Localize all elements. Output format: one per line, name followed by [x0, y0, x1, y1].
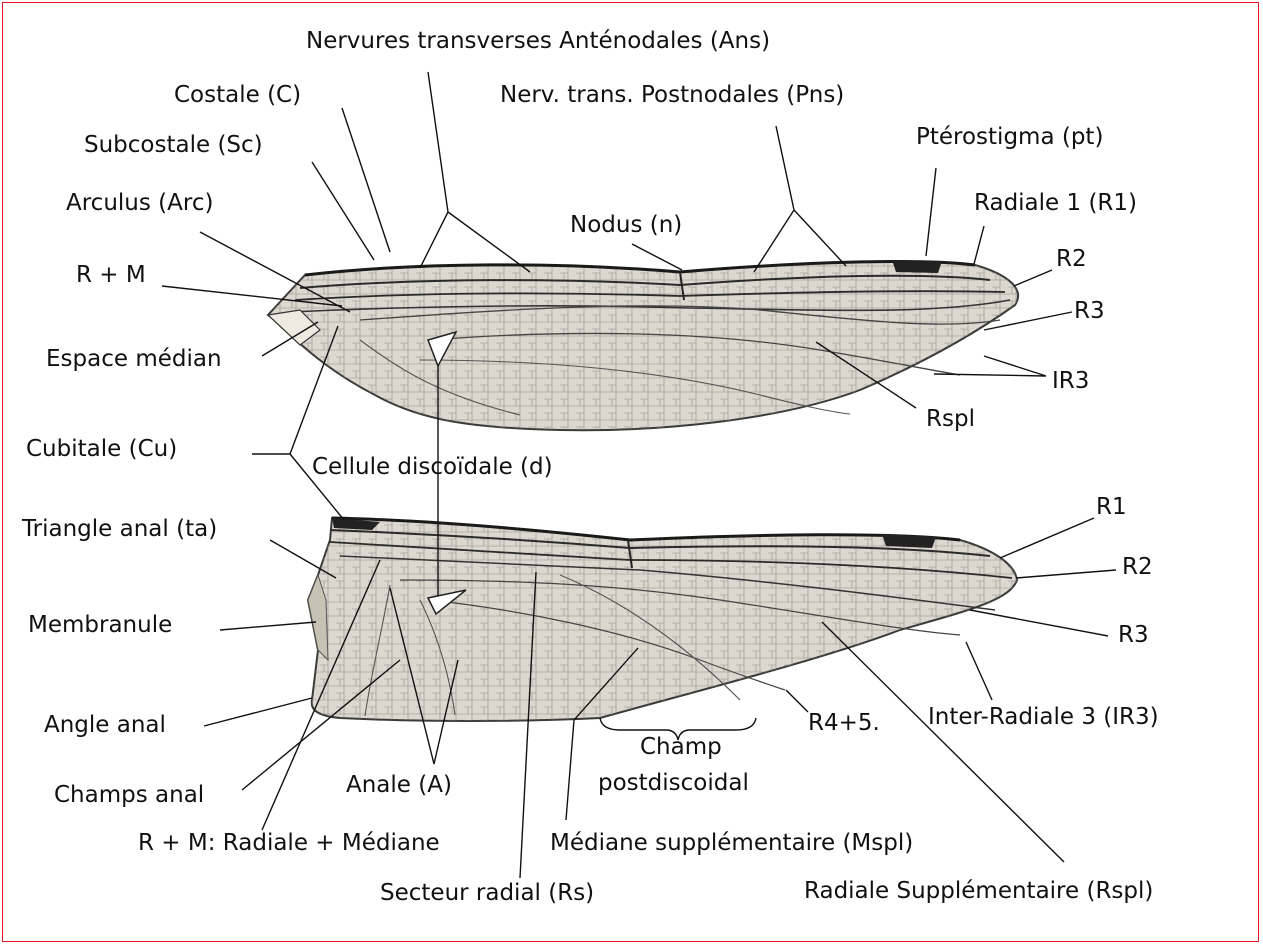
- label-r1-bottom: R1: [1096, 494, 1127, 520]
- label-ir3-top: IR3: [1052, 368, 1089, 394]
- label-rspl: Rspl: [926, 406, 975, 432]
- label-nervures-antenodales: Nervures transverses Anténodales (Ans): [306, 28, 770, 54]
- label-r3-bottom: R3: [1118, 622, 1149, 648]
- label-espace-median: Espace médian: [46, 346, 222, 372]
- leader-lines: [162, 72, 1116, 878]
- label-r45: R4+5.: [808, 710, 880, 736]
- label-nerv-postnodales: Nerv. trans. Postnodales (Pns): [500, 82, 844, 108]
- label-membranule: Membranule: [28, 612, 172, 638]
- label-rm: R + M: [76, 262, 146, 288]
- labels: Nervures transverses Anténodales (Ans) C…: [21, 28, 1159, 906]
- label-r2-bottom: R2: [1122, 554, 1153, 580]
- label-triangle-anal: Triangle anal (ta): [21, 516, 217, 542]
- label-costale: Costale (C): [174, 82, 301, 108]
- label-anale: Anale (A): [346, 772, 452, 798]
- forewing: [268, 260, 1018, 430]
- label-radiale-supplementaire: Radiale Supplémentaire (Rspl): [804, 878, 1153, 904]
- label-subcostale: Subcostale (Sc): [84, 132, 263, 158]
- label-cubitale: Cubitale (Cu): [26, 436, 177, 462]
- label-inter-radiale-3: Inter-Radiale 3 (IR3): [928, 704, 1159, 730]
- label-champs-anal: Champs anal: [54, 782, 204, 808]
- label-cellule-discoidale: Cellule discoïdale (d): [312, 454, 553, 480]
- label-champ-line2: postdiscoidal: [598, 770, 749, 796]
- label-mediane-supplementaire: Médiane supplémentaire (Mspl): [550, 830, 913, 856]
- label-r2-top: R2: [1056, 246, 1087, 272]
- label-rm-full: R + M: Radiale + Médiane: [138, 830, 440, 856]
- label-pterostigma: Ptérostigma (pt): [916, 124, 1103, 150]
- forewing-pterostigma: [892, 260, 942, 273]
- label-r3-top: R3: [1074, 298, 1105, 324]
- label-champ-line1: Champ: [640, 734, 722, 760]
- label-arculus: Arculus (Arc): [66, 190, 213, 216]
- hindwing: [308, 518, 1017, 721]
- label-angle-anal: Angle anal: [44, 712, 166, 738]
- label-nodus: Nodus (n): [570, 212, 682, 238]
- label-radiale-1: Radiale 1 (R1): [974, 190, 1137, 216]
- label-secteur-radial: Secteur radial (Rs): [380, 880, 594, 906]
